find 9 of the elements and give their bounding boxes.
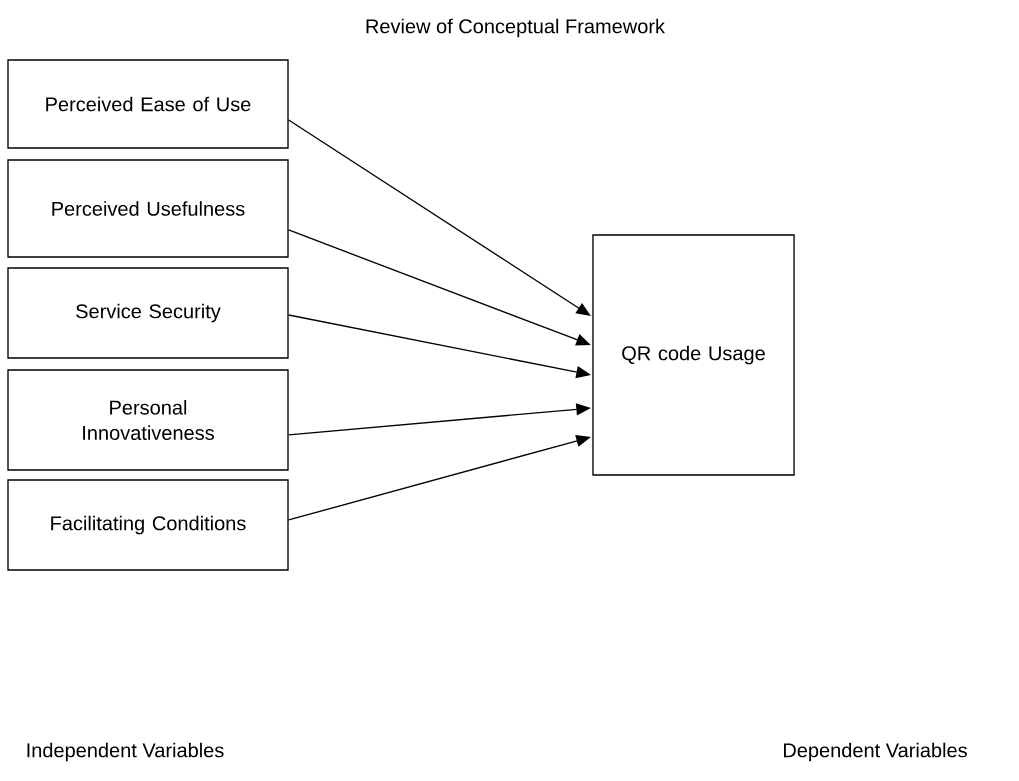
variable-box: Service Security: [7, 267, 289, 359]
axis-label: Independent Variables: [27, 742, 224, 762]
variable-box: Perceived Ease of Use: [7, 59, 289, 149]
axis-label: Dependent Variables: [784, 742, 967, 762]
outcome-box: QR code Usage: [592, 234, 795, 476]
variable-box: Perceived Usefulness: [7, 159, 289, 258]
title: Review of Conceptual Framework: [366, 18, 666, 38]
variable-box: Personal Innovativeness: [7, 369, 289, 471]
variable-box: Facilitating Conditions: [7, 479, 289, 571]
